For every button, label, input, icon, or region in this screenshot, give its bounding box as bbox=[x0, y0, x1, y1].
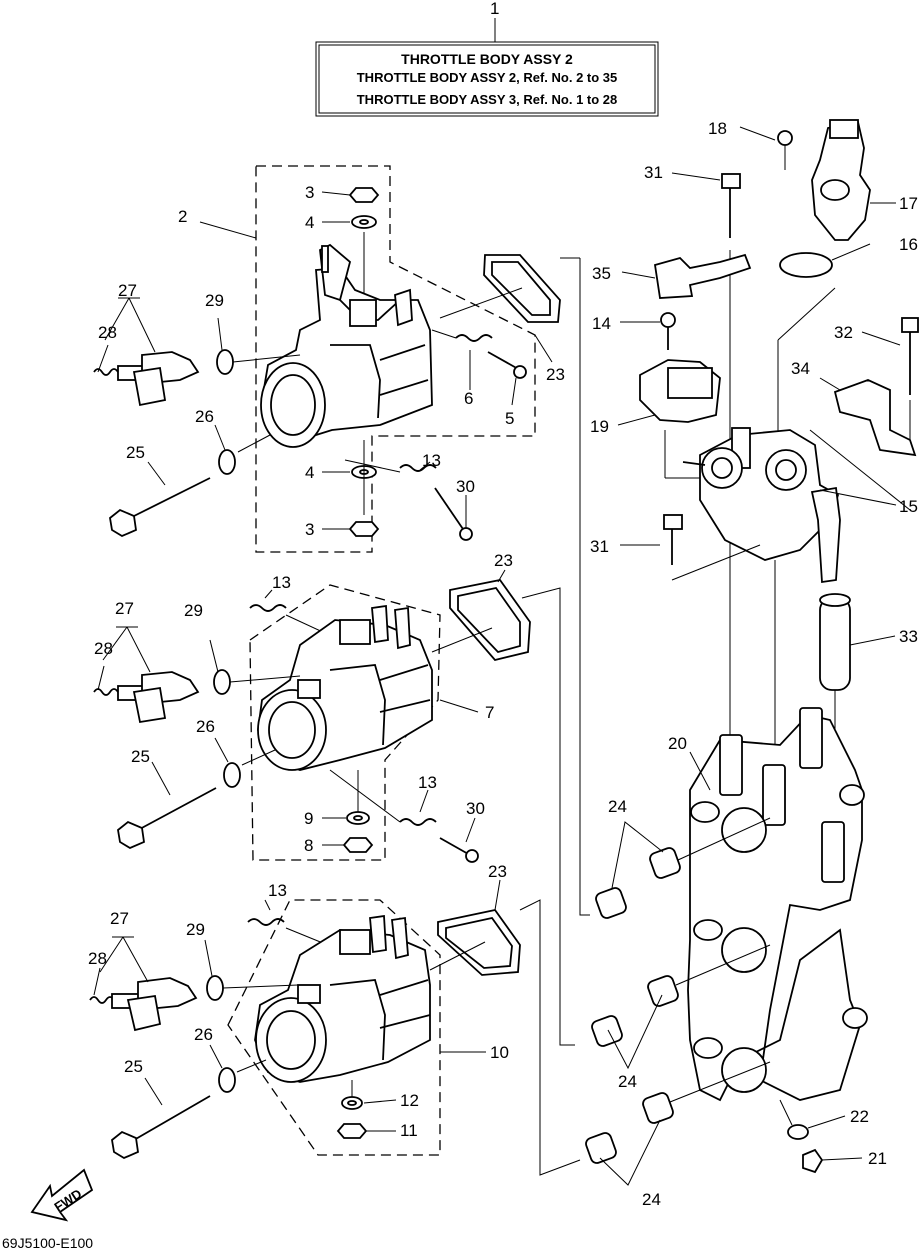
callout-24: 24 bbox=[608, 797, 627, 816]
callout-2: 2 bbox=[178, 207, 187, 226]
title-box: 1 THROTTLE BODY ASSY 2 THROTTLE BODY ASS… bbox=[315, 0, 659, 117]
clip-35 bbox=[653, 253, 752, 299]
callout-15: 15 bbox=[899, 497, 918, 516]
callout-28: 28 bbox=[88, 949, 107, 968]
callout-9: 9 bbox=[304, 809, 313, 828]
hose-33 bbox=[819, 597, 851, 691]
callout-7: 7 bbox=[485, 703, 494, 722]
callout-29: 29 bbox=[186, 920, 205, 939]
callout-12: 12 bbox=[400, 1091, 419, 1110]
callout-26: 26 bbox=[194, 1025, 213, 1044]
callout-29: 29 bbox=[184, 601, 203, 620]
callout-24: 24 bbox=[642, 1190, 661, 1209]
callout-28: 28 bbox=[94, 639, 113, 658]
callout-18: 18 bbox=[708, 119, 727, 138]
callout-3: 3 bbox=[305, 520, 314, 539]
callout-35: 35 bbox=[592, 264, 611, 283]
callout-17: 17 bbox=[899, 194, 918, 213]
callout-31: 31 bbox=[644, 163, 663, 182]
callout-21: 21 bbox=[868, 1149, 887, 1168]
callout-30: 30 bbox=[456, 477, 475, 496]
callout-34: 34 bbox=[791, 359, 810, 378]
callout-20: 20 bbox=[668, 734, 687, 753]
callout-11: 11 bbox=[400, 1121, 418, 1140]
nut-3-top bbox=[348, 187, 380, 203]
injector-top bbox=[93, 349, 301, 407]
spring-6 bbox=[455, 334, 493, 342]
title-line-2: THROTTLE BODY ASSY 2, Ref. No. 2 to 35 bbox=[357, 70, 618, 85]
callout-25: 25 bbox=[126, 443, 145, 462]
callout-23: 23 bbox=[488, 862, 507, 881]
callout-13: 13 bbox=[268, 881, 287, 900]
callout-27: 27 bbox=[115, 599, 134, 618]
drawing-code: 69J5100-E100 bbox=[2, 1235, 93, 1250]
injector-bottom bbox=[89, 975, 299, 1032]
callout-30: 30 bbox=[466, 799, 485, 818]
callout-13: 13 bbox=[422, 451, 441, 470]
callout-3: 3 bbox=[305, 183, 314, 202]
washer-26-top bbox=[218, 449, 236, 475]
callout-16: 16 bbox=[899, 235, 918, 254]
callout-29: 29 bbox=[205, 291, 224, 310]
callout-23: 23 bbox=[546, 365, 565, 384]
callout-27: 27 bbox=[118, 281, 137, 300]
o-ring-16 bbox=[779, 252, 833, 278]
callout-4: 4 bbox=[305, 463, 314, 482]
callout-6: 6 bbox=[464, 389, 473, 408]
callout-5: 5 bbox=[505, 409, 514, 428]
callout-13: 13 bbox=[418, 773, 437, 792]
callout-28: 28 bbox=[98, 323, 117, 342]
callout-31: 31 bbox=[590, 537, 609, 556]
callout-25: 25 bbox=[131, 747, 150, 766]
throttle-body-group-top bbox=[93, 165, 561, 553]
callout-23: 23 bbox=[494, 551, 513, 570]
callout-10: 10 bbox=[490, 1043, 509, 1062]
callout-32: 32 bbox=[834, 323, 853, 342]
callout-26: 26 bbox=[195, 407, 214, 426]
throttle-body-group-middle bbox=[93, 569, 531, 863]
title-line-3: THROTTLE BODY ASSY 3, Ref. No. 1 to 28 bbox=[357, 92, 618, 107]
callout-19: 19 bbox=[590, 417, 609, 436]
throttle-body-group-bottom bbox=[89, 879, 521, 1160]
callout-13: 13 bbox=[272, 573, 291, 592]
callout-26: 26 bbox=[196, 717, 215, 736]
manifold-group bbox=[519, 119, 919, 1186]
bracket-34 bbox=[833, 379, 917, 457]
callout-22: 22 bbox=[850, 1107, 869, 1126]
title-line-1: THROTTLE BODY ASSY 2 bbox=[401, 51, 573, 67]
dowels-24 bbox=[585, 847, 681, 1164]
callout-1: 1 bbox=[490, 0, 499, 18]
fwd-arrow-icon: FWD bbox=[30, 1168, 94, 1222]
callout-27: 27 bbox=[110, 909, 129, 928]
callout-labels: 2 3 4 4 3 5 6 13 30 27 28 29 26 25 23 23… bbox=[88, 119, 918, 1209]
callout-33: 33 bbox=[899, 627, 918, 646]
callout-4: 4 bbox=[305, 213, 314, 232]
callout-14: 14 bbox=[592, 314, 611, 333]
callout-8: 8 bbox=[304, 836, 313, 855]
callout-25: 25 bbox=[124, 1057, 143, 1076]
callout-24: 24 bbox=[618, 1072, 637, 1091]
